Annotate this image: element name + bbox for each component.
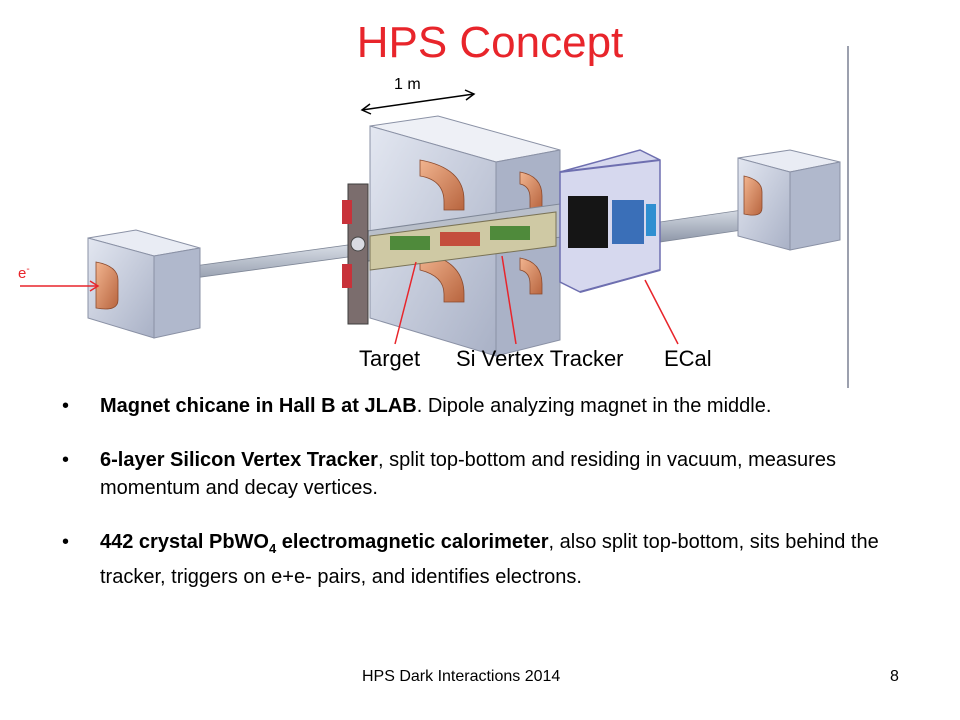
callout-ecal: ECal — [664, 346, 712, 371]
bullet-item: • 6-layer Silicon Vertex Tracker, split … — [62, 449, 836, 499]
bullet-list: • Magnet chicane in Hall B at JLAB. Dipo… — [62, 392, 932, 617]
callout-lines — [394, 255, 679, 345]
ecal-frame — [559, 149, 661, 293]
downstream-magnet — [737, 149, 841, 251]
scale-arrow — [360, 89, 476, 115]
callout-target: Target — [359, 346, 421, 371]
page-number: 8 — [890, 668, 899, 685]
beam-arrow — [20, 280, 100, 292]
bullet-item: • Magnet chicane in Hall B at JLAB. Dipo… — [62, 395, 772, 417]
tracker-box — [369, 211, 557, 271]
upstream-magnet — [87, 229, 201, 339]
scale-label: 1 m — [394, 76, 421, 93]
target-assembly — [342, 183, 369, 325]
bullet-item: • 442 crystal PbWO4 electromagnetic calo… — [62, 531, 879, 588]
slide-title: HPS Concept — [356, 18, 624, 67]
hps-apparatus-diagram — [20, 46, 849, 388]
footer-text: HPS Dark Interactions 2014 — [362, 668, 561, 685]
callout-tracker: Si Vertex Tracker — [456, 346, 624, 371]
beam-label: e- — [18, 264, 30, 282]
